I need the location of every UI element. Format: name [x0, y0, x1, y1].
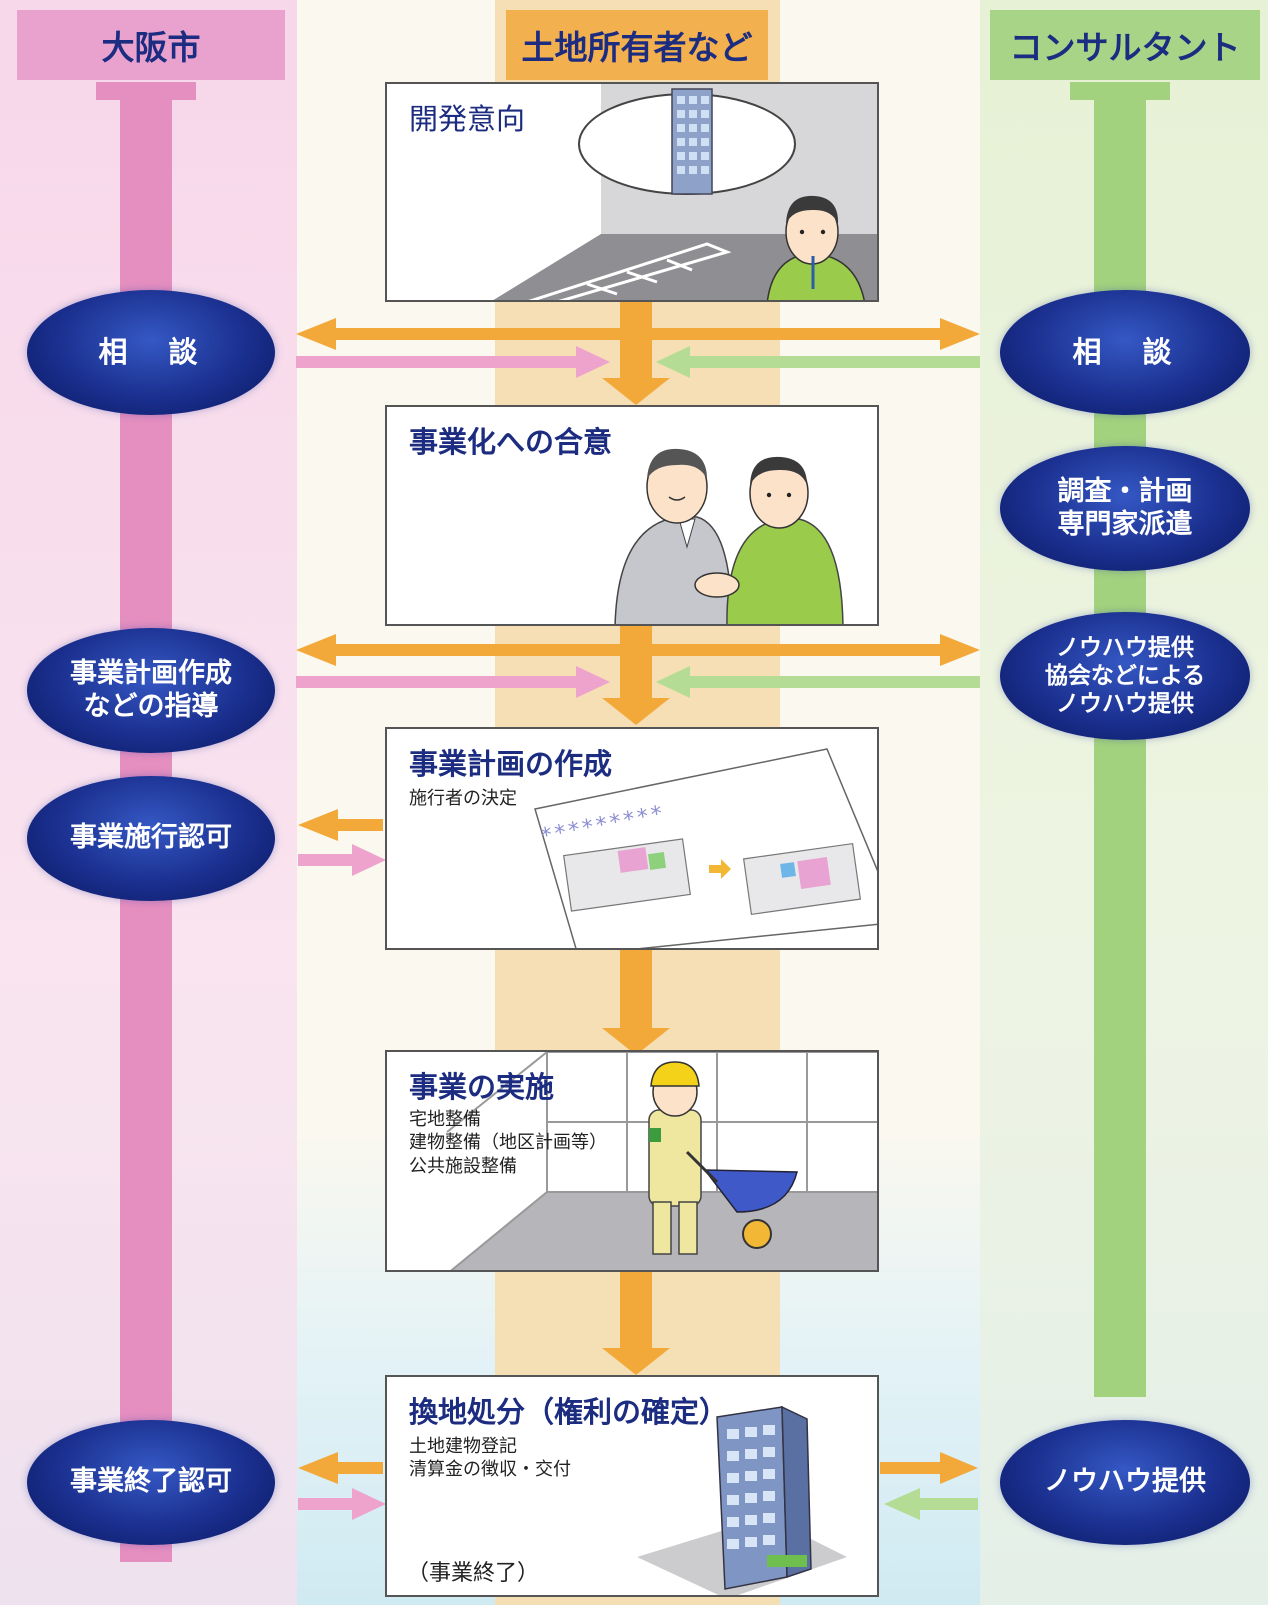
handshake-icon — [614, 448, 844, 624]
consultant-header: コンサルタント — [990, 10, 1260, 80]
oval-line: 事業施行認可 — [70, 822, 232, 854]
worker-icon — [648, 1061, 702, 1255]
green-arrow-1 — [656, 346, 980, 378]
person-icon — [766, 195, 865, 300]
step-title: 事業化への合意 — [409, 425, 613, 459]
step-title: 開発意向 — [409, 102, 526, 136]
step-title: 事業の実施 — [409, 1070, 555, 1104]
orange-left-arrow-3 — [298, 809, 383, 841]
consultant-oval-survey: 調査・計画 専門家派遣 — [1000, 446, 1250, 571]
oval-line: 調査・計画 — [1057, 475, 1193, 507]
step-development-intent: 開発意向 — [385, 82, 879, 302]
orange-left-arrow-2 — [296, 634, 634, 666]
step-replotting: 換地処分（権利の確定） 土地建物登記 清算金の徴収・交付 （事業終了） — [385, 1375, 879, 1597]
step4-illustration — [446, 1052, 877, 1270]
step-detail: 宅地整備 — [409, 1109, 481, 1130]
wheelbarrow-icon — [685, 1150, 798, 1249]
step-detail: 施行者の決定 — [409, 788, 517, 809]
step1-illustration — [493, 84, 877, 300]
orange-right-arrow-4 — [880, 1452, 978, 1484]
down-arrow-2 — [602, 626, 670, 725]
step-detail: 建物整備（地区計画等） — [409, 1132, 607, 1154]
down-arrows — [602, 302, 670, 1375]
orange-left-arrow-1 — [296, 318, 634, 350]
city-oval-guidance: 事業計画作成 などの指導 — [27, 628, 275, 753]
step-details: 宅地整備 建物整備（地区計画等） 公共施設整備 — [409, 1108, 607, 1178]
city-header: 大阪市 — [17, 10, 285, 80]
step-details: 施行者の決定 — [409, 787, 517, 810]
consultant-oval-consultation: 相 談 — [1000, 290, 1250, 415]
pink-arrow-4 — [298, 1488, 386, 1520]
owner-header: 土地所有者など — [506, 10, 768, 80]
consultant-oval-knowhow-final: ノウハウ提供 — [1000, 1420, 1250, 1545]
down-arrow-1 — [602, 302, 670, 405]
step-title: 事業計画の作成 — [409, 747, 613, 781]
down-arrow-4 — [602, 1272, 670, 1375]
city-oval-completion: 事業終了認可 — [27, 1420, 275, 1545]
step-implementation: 事業の実施 宅地整備 建物整備（地区計画等） 公共施設整備 — [385, 1050, 879, 1272]
step-detail: 土地建物登記 — [409, 1436, 517, 1457]
site-plan-icon — [534, 748, 877, 948]
down-arrow-3 — [602, 950, 670, 1055]
step-title: 換地処分（権利の確定） — [409, 1395, 729, 1429]
oval-line: 事業終了認可 — [70, 1466, 232, 1498]
green-arrow-2 — [656, 666, 980, 698]
step-detail: 公共施設整備 — [409, 1155, 517, 1177]
pink-arrow-2 — [296, 666, 610, 698]
city-oval-approval: 事業施行認可 — [27, 776, 275, 901]
step-details: 土地建物登記 清算金の徴収・交付 — [409, 1435, 571, 1482]
orange-left-arrow-4 — [298, 1452, 383, 1484]
oval-line: ノウハウ提供 — [1044, 1466, 1206, 1498]
oval-line: 協会などによる — [1044, 662, 1206, 689]
step-planning: 事業計画の作成 施行者の決定 ********* — [385, 727, 879, 950]
pink-arrow-1 — [296, 346, 610, 378]
orange-right-arrow-2 — [636, 634, 980, 666]
oval-line: 事業計画作成 — [70, 657, 232, 689]
step-detail: 清算金の徴収・交付 — [409, 1459, 571, 1481]
city-oval-consultation: 相 談 — [27, 290, 275, 415]
step-agreement: 事業化への合意 — [385, 405, 879, 626]
building-icon — [671, 88, 713, 195]
step-footer: （事業終了） — [407, 1561, 540, 1586]
oval-line: などの指導 — [83, 690, 219, 722]
pink-arrow-3 — [298, 844, 386, 876]
oval-line: 相 談 — [1072, 334, 1178, 369]
consultant-oval-knowhow: ノウハウ提供 協会などによる ノウハウ提供 — [1000, 612, 1250, 740]
green-arrow-4 — [884, 1488, 978, 1520]
orange-right-arrow-1 — [636, 318, 980, 350]
building-icon — [637, 1405, 847, 1595]
oval-line: ノウハウ提供 — [1056, 634, 1194, 661]
oval-line: 専門家派遣 — [1057, 508, 1193, 540]
oval-line: 相 談 — [98, 334, 204, 369]
oval-line: ノウハウ提供 — [1056, 691, 1194, 718]
